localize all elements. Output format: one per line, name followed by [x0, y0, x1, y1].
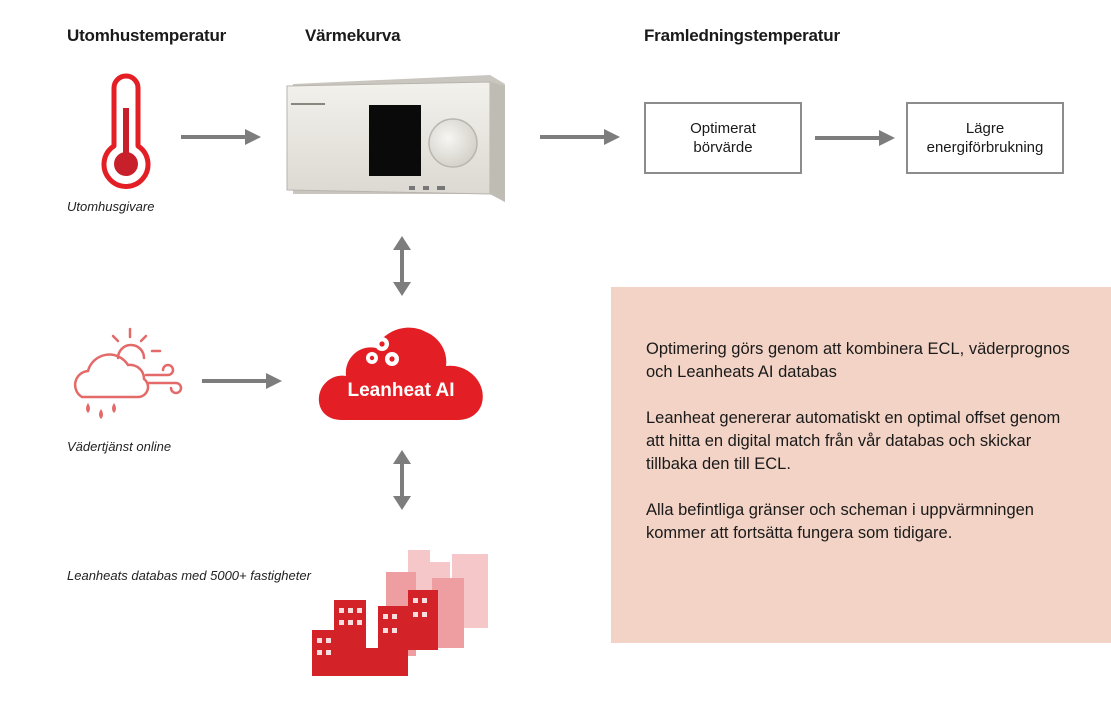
arrow-right-icon	[815, 130, 895, 146]
arrow-right-icon	[540, 129, 620, 145]
heading-heat-curve: Värmekurva	[305, 26, 401, 45]
caption-outdoor-sensor: Utomhusgivare	[67, 199, 155, 214]
info-paragraph: Optimering görs genom att kombinera ECL,…	[646, 340, 1070, 381]
heading-outdoor-temperature: Utomhustemperatur	[67, 26, 227, 45]
bidirectional-arrow-icon	[393, 236, 411, 296]
thermometer-icon	[101, 73, 151, 189]
weather-icon	[73, 327, 183, 419]
info-panel: Optimering görs genom att kombinera ECL,…	[611, 287, 1111, 643]
leanheat-ai-cloud-logo: Leanheat AI	[318, 327, 483, 420]
cloud-label: Leanheat AI	[348, 380, 455, 401]
lower-energy-box: Lägre energiförbrukning	[906, 102, 1064, 174]
info-paragraph: Leanheat genererar automatiskt en optima…	[646, 409, 1061, 473]
caption-database: Leanheats databas med 5000+ fastigheter	[67, 568, 311, 583]
heading-supply-temperature: Framledningstemperatur	[644, 26, 840, 45]
arrow-right-icon	[202, 373, 282, 389]
arrow-right-icon	[181, 129, 261, 145]
caption-weather-service: Vädertjänst online	[67, 439, 172, 454]
optimized-setpoint-box: Optimerat börvärde	[644, 102, 802, 174]
bidirectional-arrow-icon	[393, 450, 411, 510]
buildings-icon	[312, 550, 488, 676]
ecl-controller-image	[286, 75, 505, 202]
info-paragraph: Alla befintliga gränser och scheman i up…	[646, 501, 1034, 542]
